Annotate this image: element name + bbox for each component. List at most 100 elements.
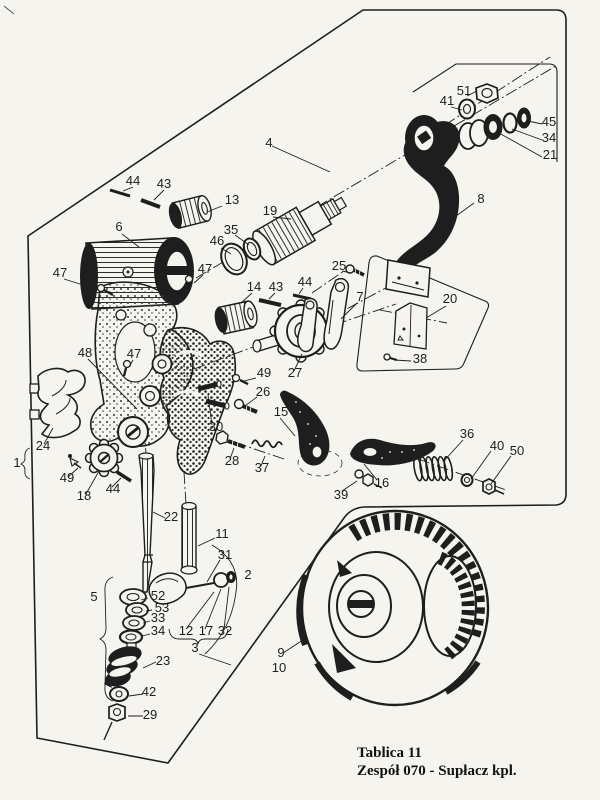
- part-label-53: 53: [155, 600, 169, 615]
- part-41-washer: [458, 98, 476, 120]
- part-label-1: 1: [13, 455, 20, 470]
- part-44-pin: [109, 188, 131, 198]
- part-52-washer: [119, 588, 147, 606]
- part-label-22: 22: [164, 509, 178, 524]
- part-39-nut: [354, 469, 383, 489]
- part-label-41: 41: [440, 93, 454, 108]
- part-label-6: 6: [115, 219, 122, 234]
- part-label-13: 13: [225, 192, 239, 207]
- part-label-35: 35: [224, 222, 238, 237]
- scan-artifact: [3, 5, 15, 15]
- part-label-4: 4: [265, 135, 272, 150]
- part-label-37: 37: [255, 460, 269, 475]
- part-label-47: 47: [198, 261, 212, 276]
- part-25-bolt: [345, 264, 365, 278]
- group-braces: [19, 447, 238, 702]
- part-label-38: 38: [413, 351, 427, 366]
- part-label-46: 46: [210, 233, 224, 248]
- part-43-pin: [258, 298, 282, 307]
- part-label-47: 47: [127, 346, 141, 361]
- part-label-42: 42: [142, 684, 156, 699]
- part-15-lever: [280, 390, 330, 466]
- part-34-washer: [502, 112, 518, 134]
- part-label-19: 19: [263, 203, 277, 218]
- part-27-knob: [252, 299, 333, 363]
- part-45-ring: [517, 107, 531, 129]
- part-47-screw: [96, 283, 114, 297]
- part-label-52: 52: [151, 588, 165, 603]
- part-label-51: 51: [457, 83, 471, 98]
- part-8-bushing: [458, 119, 489, 150]
- part-label-43: 43: [157, 176, 171, 191]
- part-30-pins: [197, 380, 230, 410]
- part-label-40: 40: [490, 438, 504, 453]
- part-label-44: 44: [298, 274, 312, 289]
- part-19-pin: [252, 196, 348, 266]
- part-33-washer: [122, 615, 146, 631]
- part-53-washer: [125, 602, 149, 618]
- frame-border: [27, 9, 567, 764]
- part-label-26: 26: [256, 384, 270, 399]
- part-label-25: 25: [332, 258, 346, 273]
- part-11-tube: [180, 501, 198, 575]
- part-label-3: 3: [191, 640, 198, 655]
- part-51-nut: [475, 83, 499, 104]
- part-label-7: 7: [356, 289, 363, 304]
- part-47-screw: [180, 274, 194, 293]
- part-label-9: 9: [277, 645, 284, 660]
- part-13-roller: [168, 194, 212, 230]
- part-label-12: 12: [179, 623, 193, 638]
- part-29-nut: [103, 703, 126, 741]
- part-21-bushing: [483, 114, 503, 140]
- part-31-hook: [148, 571, 236, 605]
- part-49-screw: [68, 454, 82, 469]
- part-46-ring: [220, 242, 248, 276]
- part-26-screw: [233, 398, 258, 414]
- part-label-23: 23: [156, 653, 170, 668]
- part-label-45: 45: [542, 114, 556, 129]
- leader-lines: [43, 90, 543, 717]
- part-label-8: 8: [477, 191, 484, 206]
- caption: Tablica 11 Zespół 070 - Supłacz kpl.: [357, 745, 517, 779]
- inset-panel-top-right: [412, 63, 558, 162]
- part-label-11: 11: [215, 526, 229, 541]
- part-label-21: 21: [543, 147, 557, 162]
- part-49-screw: [231, 373, 249, 386]
- part-8-arm: [385, 115, 460, 298]
- part-43-pin: [140, 198, 161, 209]
- part-42-washer: [109, 686, 129, 702]
- part-label-32: 32: [218, 623, 232, 638]
- part-label-44: 44: [106, 481, 120, 496]
- part-37-spring: [251, 439, 283, 449]
- part-44-pin: [116, 470, 132, 483]
- part-label-49: 49: [257, 365, 271, 380]
- part-label-33: 33: [151, 610, 165, 625]
- part-16-billhook: [350, 438, 436, 466]
- part-label-48: 48: [78, 345, 92, 360]
- part-label-16: 16: [375, 475, 389, 490]
- caption-table-number: Tablica 11: [357, 745, 422, 761]
- part-label-39: 39: [334, 487, 348, 502]
- part-label-15: 15: [274, 404, 288, 419]
- part-label-31: 31: [218, 547, 232, 562]
- part-38-screw: [383, 353, 398, 361]
- caption-assembly-name: Zespół 070 - Supłacz kpl.: [357, 763, 517, 779]
- part-40-washer: [460, 473, 474, 487]
- part-label-18: 18: [77, 488, 91, 503]
- part-14-roller: [214, 300, 258, 335]
- part-label-14: 14: [247, 279, 261, 294]
- part-label-47: 47: [53, 265, 67, 280]
- part-label-24: 24: [36, 438, 50, 453]
- part-label-30: 30: [209, 419, 223, 434]
- part-label-5: 5: [90, 589, 97, 604]
- part-28-bolt: [215, 430, 246, 450]
- part-label-34: 34: [542, 130, 556, 145]
- part-23-worm: [104, 642, 142, 688]
- part-7-lever: [297, 278, 350, 353]
- part-label-49: 49: [60, 470, 74, 485]
- part-label-10: 10: [272, 660, 286, 675]
- part-36-spring: [413, 455, 454, 482]
- part-label-36: 36: [460, 426, 474, 441]
